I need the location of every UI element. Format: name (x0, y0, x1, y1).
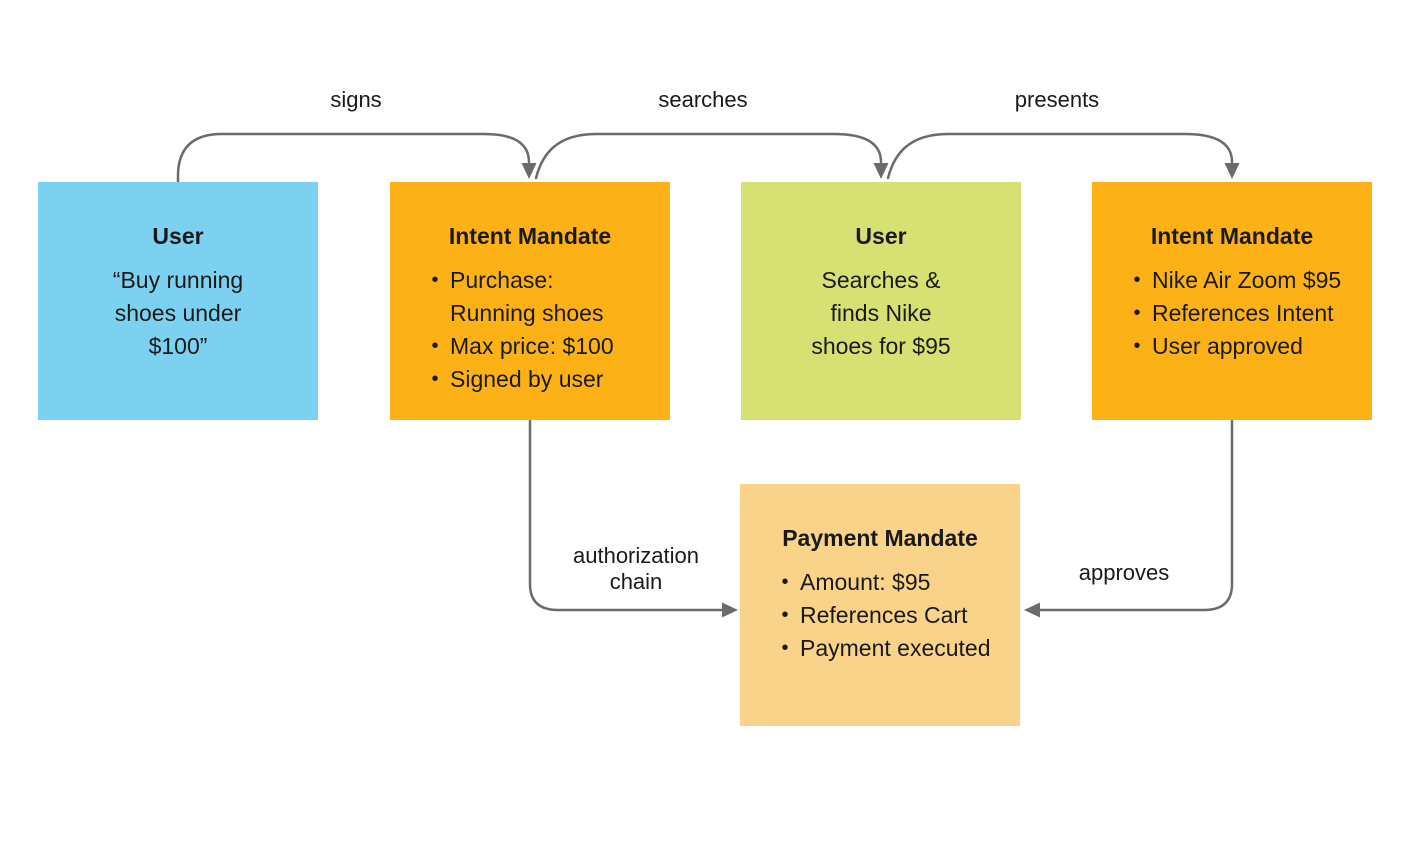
bullet-list: • Amount: $95 • References Cart • Paymen… (740, 566, 1020, 665)
node-title: User (855, 223, 907, 249)
edge-approves-path (1038, 419, 1234, 612)
list-item-text: Payment executed (800, 635, 991, 661)
node-body-text: “Buy running shoes under $100” (112, 267, 244, 359)
edge-authorization-chain-path (528, 419, 724, 612)
node-body-text: Searches & finds Nike shoes for $95 (811, 267, 951, 359)
bullet-icon: • (781, 571, 789, 593)
node-payment-mandate: Payment Mandate • Amount: $95 • Referenc… (740, 484, 1020, 726)
list-item-text: References Intent (1152, 300, 1334, 326)
list-item: • References Intent (1122, 297, 1362, 330)
list-item-text: Signed by user (450, 366, 604, 392)
list-item-text: Amount: $95 (800, 569, 931, 595)
list-item: • Purchase: Running shoes (420, 264, 660, 330)
edge-label-authorization-chain: authorization chain (573, 543, 699, 594)
bullet-icon: • (431, 335, 439, 357)
list-item-text: User approved (1152, 333, 1303, 359)
bullet-list: • Purchase: Running shoes • Max price: $… (390, 264, 670, 396)
bullet-icon: • (781, 637, 789, 659)
node-user-search: User Searches & finds Nike shoes for $95 (741, 182, 1021, 420)
node-user-request: User “Buy running shoes under $100” (38, 182, 318, 420)
bullet-icon: • (781, 604, 789, 626)
list-item: • Amount: $95 (770, 566, 1010, 599)
list-item: • References Cart (770, 599, 1010, 632)
bullet-icon: • (431, 368, 439, 390)
edge-label-signs: signs (330, 87, 382, 112)
bullet-icon: • (1133, 335, 1141, 357)
edge-label-approves: approves (1078, 560, 1170, 585)
edge-label-presents: presents (1014, 87, 1100, 112)
list-item-text: Max price: $100 (450, 333, 614, 359)
bullet-list: • Nike Air Zoom $95 • References Intent … (1092, 264, 1372, 363)
edge-label-searches: searches (658, 87, 748, 112)
list-item-text: Nike Air Zoom $95 (1152, 267, 1342, 293)
edge-approves-arrowhead-icon (1024, 602, 1040, 618)
edge-signs-arrowhead-icon (521, 163, 537, 179)
bullet-icon: • (1133, 269, 1141, 291)
edge-signs-path (176, 132, 531, 185)
list-item: • User approved (1122, 330, 1362, 363)
edge-searches-path (534, 132, 883, 180)
bullet-icon: • (1133, 302, 1141, 324)
edge-presents-arrowhead-icon (1224, 163, 1240, 179)
list-item: • Max price: $100 (420, 330, 660, 363)
list-item: • Payment executed (770, 632, 1010, 665)
edge-presents-path (886, 132, 1234, 180)
list-item-text: Purchase: Running shoes (450, 267, 604, 326)
edge-searches-arrowhead-icon (873, 163, 889, 179)
list-item: • Nike Air Zoom $95 (1122, 264, 1362, 297)
edge-authorization-chain-arrowhead-icon (722, 602, 738, 618)
bullet-icon: • (431, 269, 439, 291)
list-item-text: References Cart (800, 602, 968, 628)
node-intent-mandate-presented: Intent Mandate • Nike Air Zoom $95 • Ref… (1092, 182, 1372, 420)
list-item: • Signed by user (420, 363, 660, 396)
node-title: Intent Mandate (1150, 223, 1314, 249)
node-title: Payment Mandate (782, 525, 978, 551)
node-title: User (152, 223, 204, 249)
node-title: Intent Mandate (448, 223, 612, 249)
node-intent-mandate-signed: Intent Mandate • Purchase: Running shoes… (390, 182, 670, 420)
